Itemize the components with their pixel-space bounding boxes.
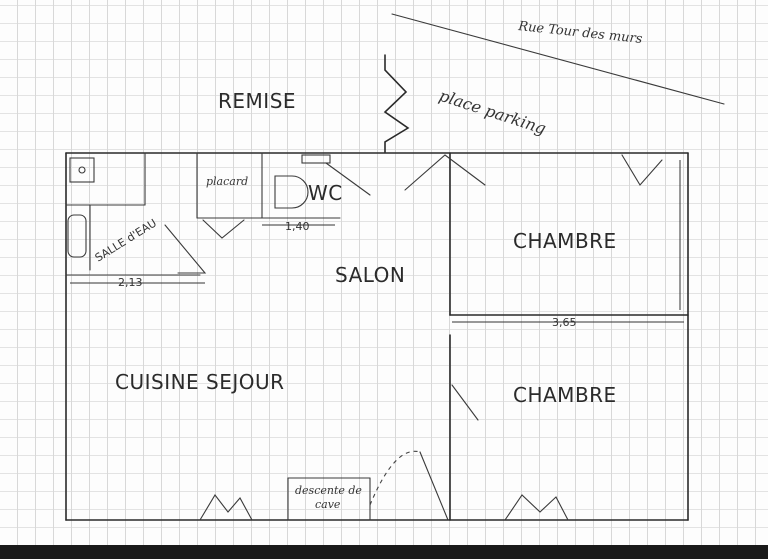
dimension-label-chambre: 3,65 (552, 316, 577, 329)
room-label-salon: SALON (335, 263, 405, 287)
sink-icon (67, 214, 87, 258)
dimension-label-wc: 1,40 (285, 220, 310, 233)
toilet-icon (274, 175, 309, 209)
shower-head-icon (78, 166, 86, 174)
room-label-salle-eau: SALLE d'EAU (93, 216, 159, 264)
door-swing-chambre-1 (404, 154, 486, 191)
room-label-wc: WC (308, 181, 343, 205)
room-label-chambre-1: CHAMBRE (513, 229, 617, 253)
parking-label: place parking (437, 86, 549, 138)
door-swing-chambre-2 (451, 384, 479, 421)
door-swing-salle-eau (164, 224, 207, 274)
shower-tray (69, 157, 95, 183)
graph-paper-sheet: Rue Tour des murs place parking REMISE S… (0, 0, 768, 545)
room-label-remise: REMISE (218, 89, 296, 113)
label-descente-cave-line2: cave (315, 498, 341, 511)
window-icon-2 (504, 494, 569, 521)
cave-door-arc (369, 450, 421, 506)
placard-door-icon (202, 219, 245, 239)
door-swing-wc (325, 162, 371, 196)
street-label: Rue Tour des murs (517, 19, 644, 47)
floor-plan: Rue Tour des murs place parking REMISE S… (65, 13, 725, 521)
parking-marker (383, 54, 410, 153)
street-line (391, 13, 725, 105)
cave-door-leaf (419, 451, 449, 521)
room-label-placard: placard (206, 175, 248, 188)
label-descente-cave-line1: descente de (295, 484, 362, 497)
window-icon-1 (199, 494, 253, 521)
room-label-cuisine-sejour: CUISINE SEJOUR (115, 370, 285, 394)
dimension-label-salle-eau: 2,13 (118, 276, 143, 289)
room-label-chambre-2: CHAMBRE (513, 383, 617, 407)
wc-tank (301, 154, 331, 164)
door-swing-window-1 (621, 154, 663, 186)
